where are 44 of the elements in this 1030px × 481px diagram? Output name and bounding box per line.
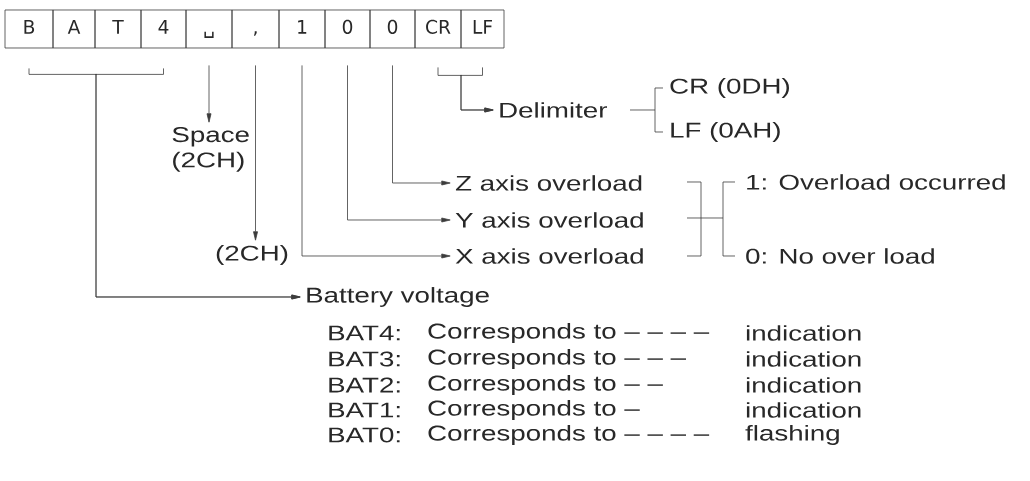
table-text: indication (746, 377, 861, 393)
bracket-arrow (460, 67, 494, 113)
arrow (301, 65, 451, 259)
value-label: CR (0DH) (670, 78, 789, 98)
table-text: BAT2: (329, 377, 400, 393)
value-label: LF (0AH) (671, 122, 780, 142)
arrow (392, 65, 451, 186)
table-text: Corresponds to – – – – (428, 323, 710, 343)
table-text: BAT4: (329, 325, 400, 341)
bracket-arrow (95, 68, 301, 300)
table-text: indication (746, 351, 861, 367)
field-label: Y axis overload (455, 212, 643, 228)
value-label: 1: Overload occurred (747, 174, 1005, 190)
table-text: indication (746, 325, 861, 341)
character-cell: 0 (369, 9, 416, 49)
character-cell: A (52, 9, 96, 49)
table-text: BAT0: (329, 427, 400, 443)
table-text: Corresponds to – – – – (428, 425, 710, 445)
character-cell: T (94, 9, 142, 49)
character-cell: , (231, 9, 280, 49)
character-cell: 4 (140, 9, 187, 49)
table-text: BAT3: (329, 351, 400, 367)
table-text: BAT1: (329, 402, 400, 418)
character-cell: 1 (278, 9, 326, 49)
field-label: Battery voltage (307, 287, 489, 307)
character-cell: 0 (324, 9, 371, 49)
arrow (206, 65, 212, 123)
field-label: Space (2CH) (172, 127, 249, 172)
arrow (253, 65, 258, 241)
value-label: 0: No over load (746, 248, 934, 264)
table-text: indication (746, 402, 861, 418)
table-text: Corresponds to – (428, 400, 640, 420)
table-text: flashing (745, 425, 839, 445)
field-label: Z axis overload (455, 175, 642, 191)
character-cell: ␣ (185, 9, 233, 49)
table-text: Corresponds to – – – (428, 349, 686, 369)
character-cell: LF (460, 9, 505, 49)
character-cell: B (4, 9, 54, 49)
field-label: (2CH) (216, 245, 288, 265)
field-label: Delimiter (500, 102, 607, 118)
character-cell: CR (414, 9, 462, 49)
arrow (347, 65, 451, 223)
table-text: Corresponds to – – (428, 375, 663, 395)
field-label: X axis overload (455, 248, 643, 264)
